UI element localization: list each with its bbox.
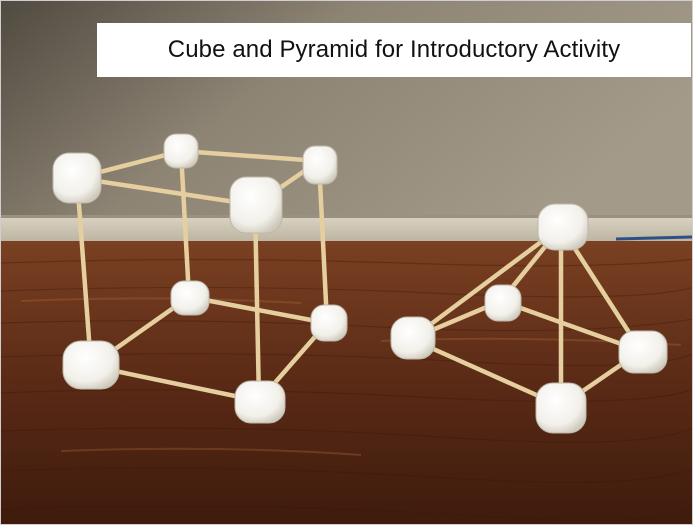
cube-marshmallows	[52, 133, 348, 424]
cable	[615, 235, 692, 241]
caption-banner: Cube and Pyramid for Introductory Activi…	[97, 23, 691, 77]
pyramid-model	[390, 203, 668, 434]
pyramid-marshmallows	[390, 203, 668, 434]
caption-text: Cube and Pyramid for Introductory Activi…	[167, 36, 621, 63]
wooden-table	[1, 241, 692, 524]
ledge-shadow	[1, 215, 692, 218]
cube-model	[52, 133, 348, 424]
wall-ledge	[1, 217, 692, 245]
